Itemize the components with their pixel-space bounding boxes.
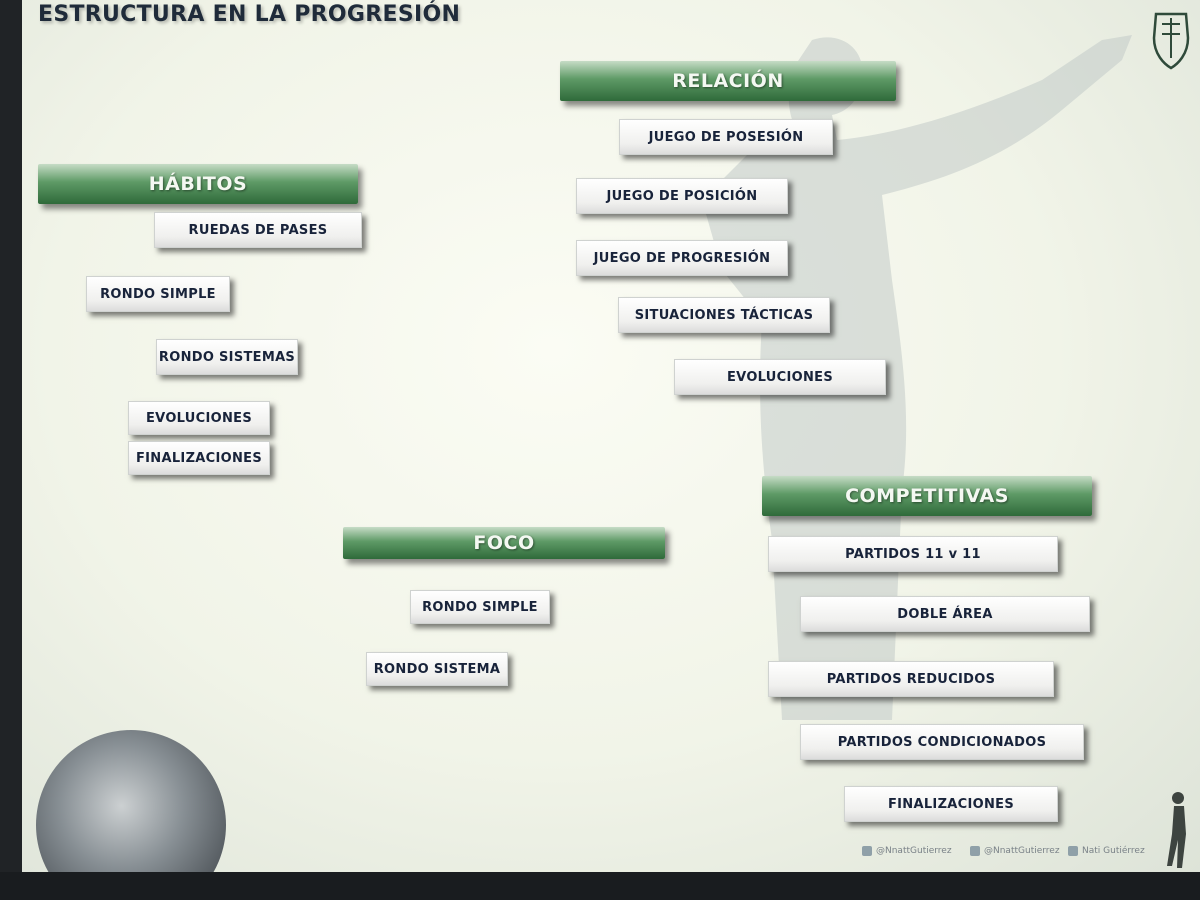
monitor-bezel-bottom [0, 872, 1200, 900]
habitos-header: HÁBITOS [38, 164, 358, 204]
footer-instagram: @NnattGutierrez [970, 846, 1060, 856]
competitivas-item-doble-area: DOBLE ÁREA [800, 596, 1090, 632]
relacion-header: RELACIÓN [560, 61, 896, 101]
competitivas-header: COMPETITIVAS [762, 476, 1092, 516]
club-crest-icon [1152, 12, 1190, 70]
slide: ESTRUCTURA EN LA PROGRESIÓN HÁBITOS RUED… [22, 0, 1200, 872]
competitivas-item-partidos-11v11: PARTIDOS 11 v 11 [768, 536, 1058, 572]
footer-twitter-handle: @NnattGutierrez [876, 846, 952, 856]
footer-linkedin: Nati Gutiérrez [1068, 846, 1145, 856]
relacion-item-situaciones-tacticas: SITUACIONES TÁCTICAS [618, 297, 830, 333]
habitos-item-ruedas-de-pases: RUEDAS DE PASES [154, 212, 362, 248]
twitter-icon [862, 846, 872, 856]
linkedin-icon [1068, 846, 1078, 856]
habitos-item-evoluciones: EVOLUCIONES [128, 401, 270, 435]
relacion-item-juego-de-posesion: JUEGO DE POSESIÓN [619, 119, 833, 155]
footer-linkedin-name: Nati Gutiérrez [1082, 846, 1145, 856]
relacion-item-evoluciones: EVOLUCIONES [674, 359, 886, 395]
foco-item-rondo-simple: RONDO SIMPLE [410, 590, 550, 624]
relacion-item-juego-de-progresion: JUEGO DE PROGRESIÓN [576, 240, 788, 276]
page-title: ESTRUCTURA EN LA PROGRESIÓN [38, 2, 461, 27]
globe-image [36, 730, 226, 872]
competitivas-item-finalizaciones: FINALIZACIONES [844, 786, 1058, 822]
competitivas-item-partidos-condicionados: PARTIDOS CONDICIONADOS [800, 724, 1084, 760]
instagram-icon [970, 846, 980, 856]
competitivas-item-partidos-reducidos: PARTIDOS REDUCIDOS [768, 661, 1054, 697]
relacion-item-juego-de-posicion: JUEGO DE POSICIÓN [576, 178, 788, 214]
monitor-bezel-left [0, 0, 22, 872]
foco-item-rondo-sistema: RONDO SISTEMA [366, 652, 508, 686]
footer-instagram-handle: @NnattGutierrez [984, 846, 1060, 856]
habitos-item-finalizaciones: FINALIZACIONES [128, 441, 270, 475]
habitos-item-rondo-simple: RONDO SIMPLE [86, 276, 230, 312]
footer-twitter: @NnattGutierrez [862, 846, 952, 856]
foco-header: FOCO [343, 527, 665, 559]
habitos-item-rondo-sistemas: RONDO SISTEMAS [156, 339, 298, 375]
runner-figure [1167, 792, 1186, 868]
